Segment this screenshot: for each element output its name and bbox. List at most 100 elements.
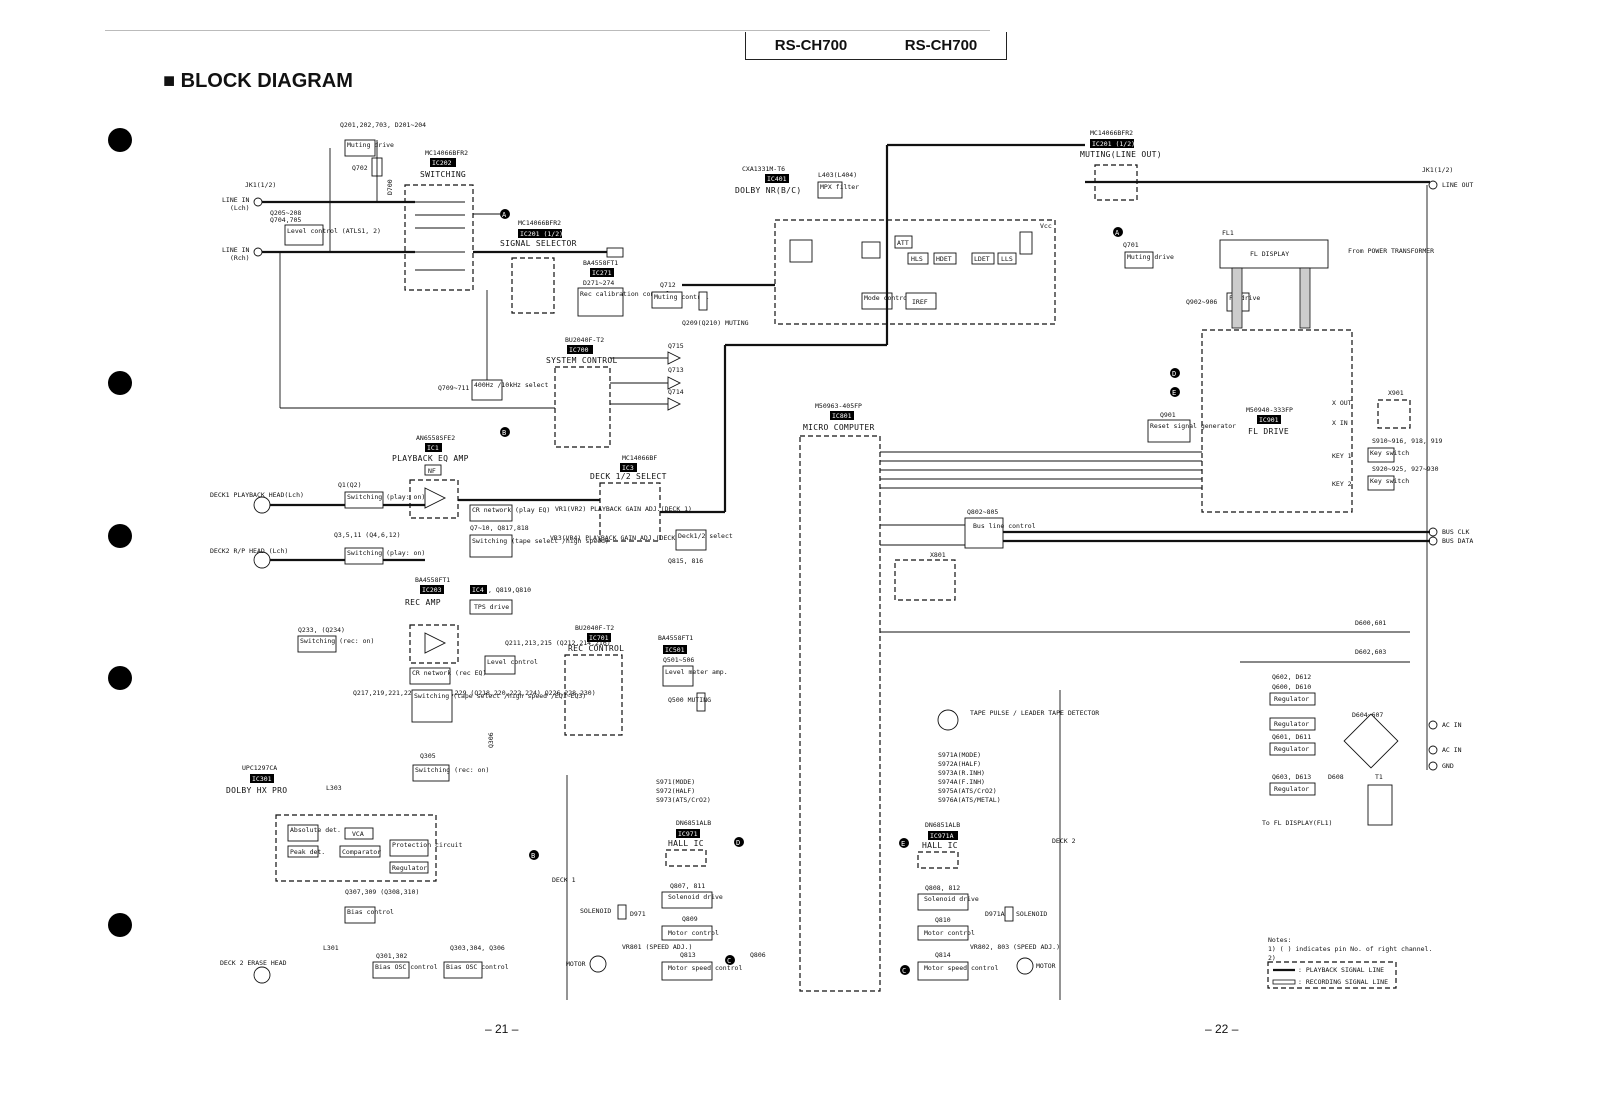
level-control-box [284, 224, 324, 246]
header-rule [105, 30, 990, 31]
tape-pulse-sensor [937, 709, 959, 731]
d600-label: D600,601 [1355, 619, 1386, 627]
ic271-part: BA4558FT1 [583, 259, 618, 267]
solenoid1-label: SOLENOID [580, 907, 611, 915]
ic201b-label: IC201 (1/2) [1092, 140, 1135, 148]
q902-label: Q902~906 [1186, 298, 1217, 306]
page-title-text: BLOCK DIAGRAM [180, 70, 353, 92]
xin-label: X IN [1332, 419, 1348, 427]
q303-label: Q303,304, Q306 [450, 944, 505, 952]
protection-box [389, 839, 429, 857]
marker-a [500, 209, 510, 219]
ic203-outline [409, 624, 459, 664]
muting-drive2-label: Muting drive [1127, 253, 1174, 261]
switching-rec2-label: Switching (rec: on) [415, 766, 489, 774]
ic971-part: DN6851ALB [676, 819, 711, 827]
marker-d2-text: D [736, 839, 740, 847]
hall-ic-label: HALL IC [668, 839, 704, 848]
ic971-outline [665, 849, 707, 867]
q809-label: Q809 [682, 915, 698, 923]
s910-label: S910~916, 918, 919 [1372, 437, 1443, 445]
deck12-select-label: Deck1/2 select [678, 532, 733, 540]
switching-rec2-box [412, 764, 450, 782]
fl-display-label: FL DISPLAY [1250, 250, 1289, 258]
q701-label: Q701 [1123, 241, 1139, 249]
marker-d [1170, 368, 1180, 378]
q814-label: Q814 [935, 951, 951, 959]
mpx-label: MPX filter [820, 183, 859, 191]
regulator3-label: Regulator [1274, 745, 1309, 753]
ic3-badge [620, 463, 637, 472]
q709-label: Q709~711 [438, 384, 469, 392]
d602-label: D602,603 [1355, 648, 1386, 656]
bias-control-label: Bias control [347, 908, 394, 916]
q808-label: Q808, 812 [925, 884, 960, 892]
hdet-label: HDET [936, 255, 952, 263]
bias-control-box [344, 906, 376, 924]
ic201b-part: MC14066BFR2 [1090, 129, 1133, 137]
ic401-label: IC401 [767, 175, 787, 183]
q813-label: Q813 [680, 951, 696, 959]
nf-box [424, 464, 442, 476]
d700-label: D700 [386, 179, 394, 195]
q307-label: Q307,309 (Q308,310) [345, 888, 419, 896]
muting-control-label: Muting control [654, 293, 709, 301]
dolby-hx-label: DOLBY HX PRO [226, 786, 287, 795]
vca-box [344, 827, 374, 840]
line-out-label: LINE OUT [1442, 181, 1473, 189]
micro-computer-label: MICRO COMPUTER [803, 423, 875, 432]
regulator2-box [1269, 717, 1316, 731]
s972-label: S972(HALF) [656, 787, 695, 795]
absolute-det-label: Absolute det. [290, 826, 341, 834]
marker-b2-text: B [531, 852, 535, 860]
regulator2-label: Regulator [1274, 720, 1309, 728]
signal-selector-label: SIGNAL SELECTOR [500, 239, 577, 248]
q3-label: Q3,5,11 (Q4,6,12) [334, 531, 401, 539]
marker-a2 [1113, 227, 1123, 237]
line-in-l-ch: (Lch) [230, 204, 250, 212]
q802-label: Q802~805 [967, 508, 998, 516]
motor1-symbol [589, 955, 607, 973]
deck1-label: DECK 1 [552, 876, 576, 884]
fl-bus-arrow-right [1299, 267, 1311, 329]
switching-tape-box [469, 534, 513, 558]
x801-label: X801 [930, 551, 946, 559]
muting-drive-label: Muting drive [347, 141, 394, 149]
ic1-label: IC1 [427, 444, 439, 452]
cr-network-rec-label: CR network (rec EQ) [412, 669, 486, 677]
legend-recording: : RECORDING SIGNAL LINE [1298, 978, 1388, 986]
motor-speed2-box [917, 961, 969, 981]
regulator1-label: Regulator [1274, 695, 1309, 703]
motor-speed1-label: Motor speed control [668, 964, 742, 972]
s976a-label: S976A(ATS/METAL) [938, 796, 1001, 804]
deck1-head-symbol [253, 496, 271, 514]
q500-box [696, 692, 706, 712]
ic801-label: IC801 [832, 412, 852, 420]
q601-label: Q601, D611 [1272, 733, 1311, 741]
s971-label: S971(MODE) [656, 778, 695, 786]
key-switch1-label: Key switch [1370, 449, 1409, 457]
transformer-t1 [1367, 784, 1393, 826]
reset-gen-label: Reset signal generator [1150, 422, 1236, 430]
to-fl-label: To FL DISPLAY(FL1) [1262, 819, 1332, 827]
reset-gen-box [1147, 419, 1191, 443]
legend-playback: : PLAYBACK SIGNAL LINE [1298, 966, 1384, 974]
ic700-part: BU2040F-T2 [565, 336, 604, 344]
binder-hole [108, 913, 132, 937]
marker-b [500, 427, 510, 437]
motor-ctrl2-box [917, 925, 969, 941]
marker-c-text: C [727, 957, 731, 965]
mpx-box [817, 181, 843, 199]
ic201-badge [518, 229, 562, 238]
q1-label: Q1(Q2) [338, 481, 361, 489]
s974a-label: S974A(F.INH) [938, 778, 985, 786]
q713-label: Q713 [668, 366, 684, 374]
level-control2-box [484, 655, 516, 675]
solenoid2-coil [1004, 906, 1014, 922]
q715-amp [667, 351, 682, 365]
q301-label: Q301,302 [376, 952, 407, 960]
line-in-l: LINE IN [222, 196, 249, 204]
level-meter-box [662, 665, 694, 687]
marker-e2 [899, 838, 909, 848]
